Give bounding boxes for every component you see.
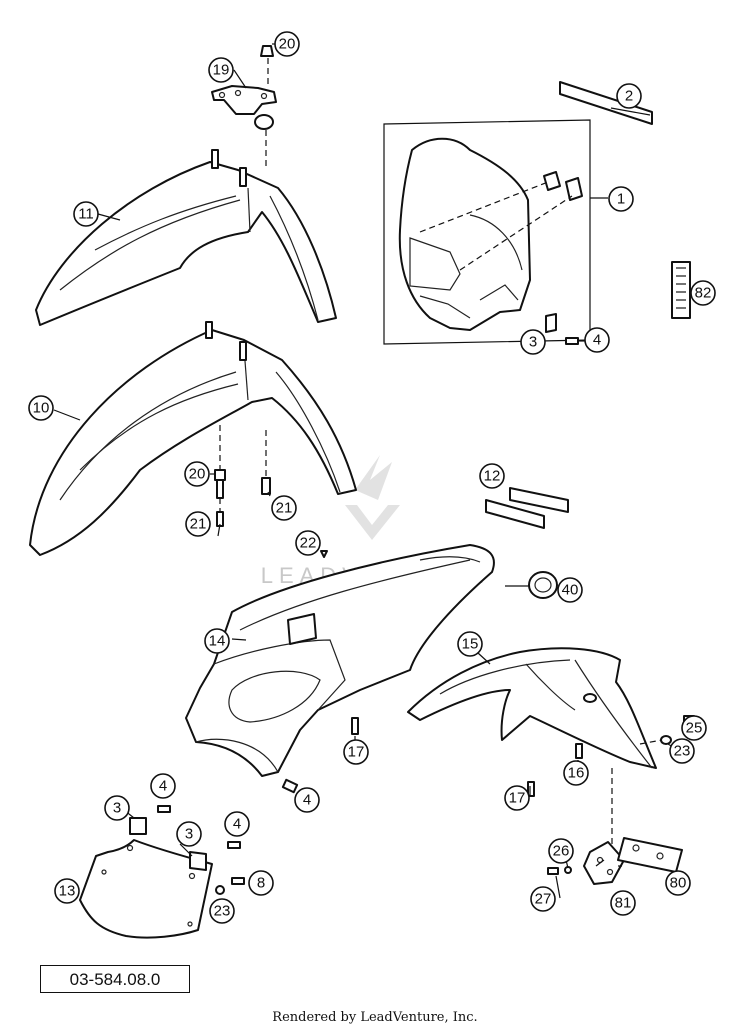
svg-text:4: 4 [159,778,167,795]
callout-16[interactable]: 16 [563,760,589,786]
part-strips-12[interactable] [485,487,569,529]
callout-26[interactable]: 26 [548,838,574,864]
callout-4a[interactable]: 4 [584,327,610,353]
svg-text:3: 3 [529,334,537,351]
callout-13[interactable]: 13 [54,878,80,904]
svg-text:40: 40 [562,582,579,599]
svg-text:21: 21 [276,500,293,517]
part-clip-screw-headlight[interactable] [545,313,586,345]
callout-4c[interactable]: 4 [294,787,320,813]
svg-text:20: 20 [189,466,206,483]
callout-17b[interactable]: 17 [504,785,530,811]
part-rear-fender-15[interactable] [407,647,657,848]
footer-credit: Rendered by LeadVenture, Inc. [272,1010,478,1025]
callout-21a[interactable]: 21 [271,495,297,521]
callout-3a[interactable]: 3 [520,329,546,355]
callout-80[interactable]: 80 [665,870,691,896]
callout-21b[interactable]: 21 [185,511,211,537]
svg-text:17: 17 [348,744,365,761]
callout-11[interactable]: 11 [73,201,99,227]
svg-text:3: 3 [185,826,193,843]
svg-text:15: 15 [462,636,479,653]
svg-text:20: 20 [279,36,296,53]
callout-19[interactable]: 19 [208,57,234,83]
svg-text:22: 22 [300,535,317,552]
callout-20a[interactable]: 20 [274,31,300,57]
part-front-fender-11[interactable] [35,149,337,326]
part-reflector-80[interactable] [617,837,683,873]
part-front-fender-10[interactable] [29,321,357,556]
part-number-plate-13[interactable] [79,839,213,939]
callout-23a[interactable]: 23 [669,738,695,764]
svg-text:4: 4 [303,792,311,809]
svg-text:11: 11 [78,206,94,223]
svg-text:4: 4 [593,332,601,349]
svg-text:14: 14 [209,633,226,650]
callout-3b[interactable]: 3 [104,795,130,821]
svg-text:19: 19 [213,62,230,79]
callout-8[interactable]: 8 [248,870,274,896]
part-screws-front-fender[interactable] [214,425,271,527]
callout-27[interactable]: 27 [530,886,556,912]
callout-4d[interactable]: 4 [224,811,250,837]
svg-text:17: 17 [509,790,526,807]
svg-text:10: 10 [33,400,50,417]
svg-text:4: 4 [233,816,241,833]
callout-2[interactable]: 2 [616,83,642,109]
callout-1[interactable]: 1 [608,186,634,212]
svg-text:80: 80 [670,875,687,892]
svg-text:23: 23 [214,903,231,920]
svg-text:8: 8 [257,875,265,892]
callout-40[interactable]: 40 [557,577,583,603]
svg-text:13: 13 [59,883,76,900]
part-filter-82[interactable] [671,261,691,319]
callout-23b[interactable]: 23 [209,898,235,924]
callout-12[interactable]: 12 [479,463,505,489]
svg-text:3: 3 [113,800,121,817]
callout-82[interactable]: 82 [690,280,716,306]
svg-text:25: 25 [686,720,703,737]
callout-4b[interactable]: 4 [150,773,176,799]
callout-3c[interactable]: 3 [176,821,202,847]
part-headlight-mask-1[interactable] [383,119,608,345]
svg-text:2: 2 [625,88,633,105]
svg-text:1: 1 [617,191,625,208]
diagram-code: 03-584.08.0 [40,965,190,993]
svg-text:16: 16 [568,765,585,782]
part-clip-22[interactable] [320,550,328,558]
part-clips-plate[interactable] [129,805,245,895]
callout-20b[interactable]: 20 [184,461,210,487]
svg-text:82: 82 [695,285,712,302]
callout-81[interactable]: 81 [610,890,636,916]
callout-15[interactable]: 15 [457,631,483,657]
callout-25[interactable]: 25 [681,715,707,741]
svg-text:23: 23 [674,743,691,760]
svg-text:27: 27 [535,891,552,908]
callout-22[interactable]: 22 [295,530,321,556]
svg-text:81: 81 [615,895,632,912]
svg-text:26: 26 [553,843,570,860]
callout-10[interactable]: 10 [28,395,54,421]
part-grommet-40[interactable] [528,571,558,599]
part-airbox-cover-14[interactable] [185,544,495,777]
part-bracket-81[interactable] [547,841,625,885]
part-screws-airbox[interactable] [281,717,359,794]
part-bracket-19[interactable] [211,45,277,170]
callout-14[interactable]: 14 [204,628,230,654]
svg-text:12: 12 [484,468,501,485]
callout-17a[interactable]: 17 [343,739,369,765]
svg-text:21: 21 [190,516,207,533]
